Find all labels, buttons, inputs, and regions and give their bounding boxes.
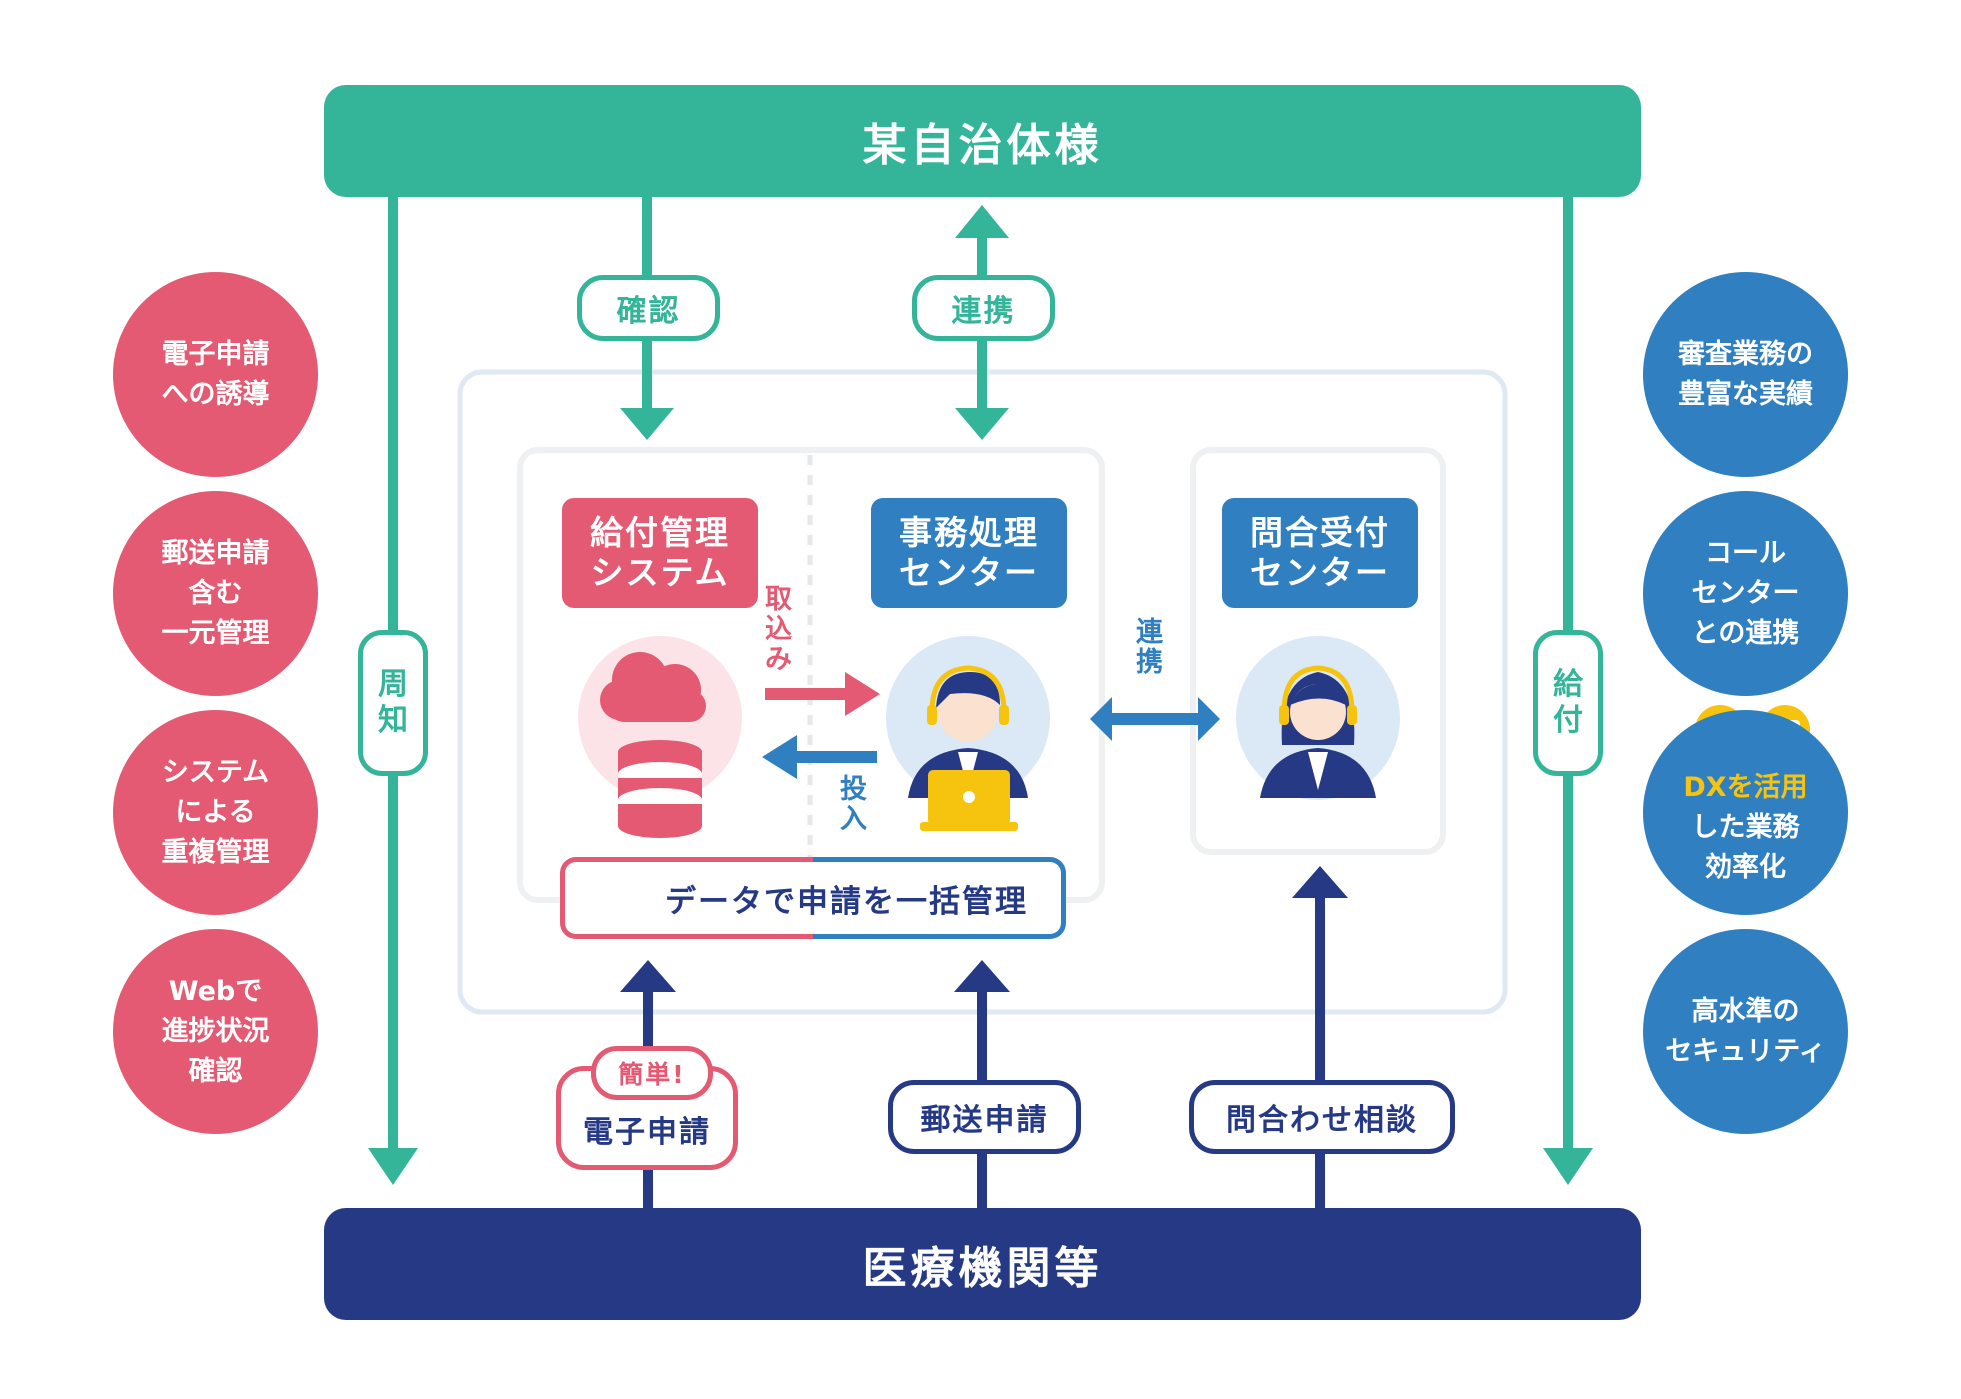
input-arrow-line xyxy=(795,751,877,763)
payment-char-2: 付 xyxy=(1553,703,1583,738)
inquiry-label-line-1: 問合受付 xyxy=(1250,513,1390,552)
cloud-database-icon xyxy=(600,652,706,838)
system-label-box: 給付管理 システム xyxy=(562,498,758,608)
link-h-arrowhead-left xyxy=(1090,697,1112,741)
right-long-arrowhead xyxy=(1543,1148,1593,1185)
monitor-icon xyxy=(600,883,644,923)
right-circle-4-line-2: セキュリティ xyxy=(1665,1035,1826,1067)
link-h-char-1: 連 xyxy=(1136,617,1163,648)
right-circle-3-line-1: DXを活用 xyxy=(1683,771,1808,803)
notice-pill: 周 知 xyxy=(358,630,428,776)
link-pill: 連携 xyxy=(912,275,1055,341)
payment-char-1: 給 xyxy=(1553,667,1583,702)
left-circle-4-line-2: 進捗状況 xyxy=(161,1015,270,1047)
office-label-box: 事務処理 センター xyxy=(871,498,1067,608)
right-circle-4-line-1: 高水準の xyxy=(1691,995,1800,1027)
right-circle-3-line-2: した業務 xyxy=(1691,811,1800,843)
inquiry-pill-label: 問合わせ相談 xyxy=(1226,1103,1418,1138)
right-circle-2-line-2: センター xyxy=(1691,577,1800,609)
left-circle-4-line-3: 確認 xyxy=(188,1055,243,1087)
confirm-arrowhead xyxy=(620,408,674,440)
system-label-line-1: 給付管理 xyxy=(590,513,730,552)
link-h-arrow-line xyxy=(1110,713,1200,725)
operator-female-icon xyxy=(1236,636,1400,800)
link-h-label: 連 携 xyxy=(1136,618,1163,678)
electronic-arrowhead xyxy=(620,960,676,992)
bottom-bar-label: 医療機関等 xyxy=(862,1243,1103,1294)
left-long-arrowhead xyxy=(368,1148,418,1185)
electronic-pill-label: 電子申請 xyxy=(583,1115,711,1150)
right-circle-1: 審査業務の 豊富な実績 xyxy=(1643,272,1848,477)
import-arrowhead xyxy=(845,672,880,716)
left-circle-2-line-3: 一元管理 xyxy=(161,617,270,649)
import-label: 取 込 み xyxy=(765,585,792,675)
easy-tag: 簡単! xyxy=(591,1046,713,1100)
left-circle-2-line-2: 含む xyxy=(188,577,243,609)
left-circle-3: システム による 重複管理 xyxy=(113,710,318,915)
office-label-line-1: 事務処理 xyxy=(899,513,1039,552)
top-bar-label: 某自治体様 xyxy=(862,120,1103,171)
input-char-1: 投 xyxy=(840,774,867,805)
notice-char-2: 知 xyxy=(378,703,408,738)
input-arrowhead xyxy=(762,735,797,779)
left-circle-1: 電子申請 への誘導 xyxy=(113,272,318,477)
payment-pill: 給 付 xyxy=(1533,630,1603,776)
link-arrowhead-down xyxy=(955,408,1009,440)
operator-male-icon xyxy=(886,636,1050,831)
data-bar-label: データで申請を一括管理 xyxy=(665,883,1028,920)
right-circle-3-line-3: 効率化 xyxy=(1705,851,1786,883)
inquiry-arrowhead xyxy=(1292,866,1348,898)
inquiry-label-box: 問合受付 センター xyxy=(1222,498,1418,608)
right-circle-2: コール センター との連携 xyxy=(1643,491,1848,696)
link-arrowhead-up xyxy=(955,205,1009,238)
top-bar: 某自治体様 xyxy=(324,85,1641,197)
import-char-3: み xyxy=(765,644,792,675)
input-label: 投 入 xyxy=(840,775,867,835)
data-bar: データで申請を一括管理 xyxy=(560,857,1066,939)
import-char-1: 取 xyxy=(765,584,792,615)
right-circle-1-line-2: 豊富な実績 xyxy=(1678,378,1813,410)
left-circle-3-line-2: による xyxy=(175,796,256,828)
system-label-line-2: システム xyxy=(590,553,730,592)
confirm-pill: 確認 xyxy=(577,275,720,341)
bottom-bar: 医療機関等 xyxy=(324,1208,1641,1320)
inquiry-label-line-2: センター xyxy=(1250,553,1390,592)
office-label-line-2: センター xyxy=(899,553,1039,592)
import-char-2: 込 xyxy=(765,614,792,645)
postal-pill: 郵送申請 xyxy=(888,1080,1081,1154)
right-circle-1-line-1: 審査業務の xyxy=(1678,338,1813,370)
postal-arrowhead xyxy=(954,960,1010,992)
input-char-2: 入 xyxy=(840,804,867,835)
right-circle-3: DXを活用 した業務 効率化 xyxy=(1643,710,1848,915)
inquiry-frame xyxy=(1190,447,1446,855)
link-pill-label: 連携 xyxy=(951,294,1016,329)
import-arrow-line xyxy=(765,688,847,700)
left-circle-2: 郵送申請 含む 一元管理 xyxy=(113,491,318,696)
link-h-char-2: 携 xyxy=(1136,647,1163,678)
left-circle-3-line-1: システム xyxy=(161,756,270,788)
left-circle-2-line-1: 郵送申請 xyxy=(161,537,270,569)
left-circle-1-line-2: への誘導 xyxy=(161,378,270,410)
postal-pill-label: 郵送申請 xyxy=(920,1103,1049,1138)
right-circle-2-line-1: コール xyxy=(1705,537,1786,569)
confirm-pill-label: 確認 xyxy=(616,294,681,329)
easy-tag-label: 簡単! xyxy=(618,1060,686,1089)
right-circle-2-line-3: との連携 xyxy=(1691,617,1800,649)
left-circle-3-line-3: 重複管理 xyxy=(161,836,270,868)
left-circle-4-line-1: Webで xyxy=(168,975,263,1007)
left-circle-1-line-1: 電子申請 xyxy=(161,338,270,370)
link-h-arrowhead-right xyxy=(1198,697,1220,741)
inquiry-pill: 問合わせ相談 xyxy=(1189,1080,1455,1154)
right-circle-4: 高水準の セキュリティ xyxy=(1643,929,1848,1134)
left-circle-4: Webで 進捗状況 確認 xyxy=(113,929,318,1134)
notice-char-1: 周 xyxy=(378,667,408,702)
